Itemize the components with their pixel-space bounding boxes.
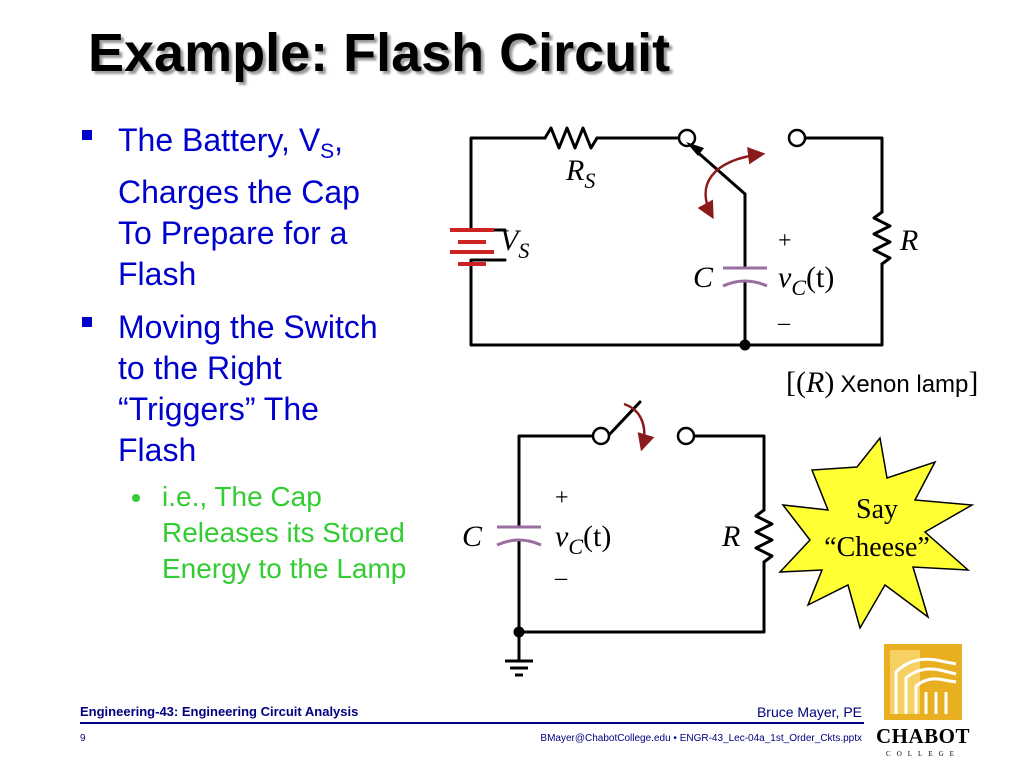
bullet-1-line-4: Flash <box>118 256 197 292</box>
switch-terminal-left <box>677 128 697 148</box>
top-vc-label: v <box>778 261 792 294</box>
bottom-minus-sign: – <box>554 565 568 591</box>
battery-icon <box>450 228 494 266</box>
say-cheese-callout: Say “Cheese” <box>778 436 975 630</box>
top-r-label: R <box>899 224 918 257</box>
footer-file-info: BMayer@ChabotCollege.edu • ENGR-43_Lec-0… <box>540 733 862 744</box>
bottom-node-dot <box>513 626 525 638</box>
vs-label: V <box>500 224 522 257</box>
bottom-switch-terminal-left <box>591 426 611 446</box>
bullet-1: The Battery, VS, Charges the Cap To Prep… <box>78 120 463 295</box>
rs-label: R <box>565 154 584 187</box>
callout-line-1: Say <box>856 494 898 525</box>
bullet-list: The Battery, VS, Charges the Cap To Prep… <box>78 120 463 587</box>
switch-terminal-right <box>787 128 807 148</box>
r-resistor-icon <box>872 210 892 266</box>
vs-sub: S <box>518 238 529 263</box>
bullet-2-line-1: Moving the Switch <box>118 309 378 345</box>
top-left-wire <box>469 136 547 232</box>
sub-bullet: i.e., The Cap Releases its Stored Energy… <box>78 479 463 587</box>
capacitor-icon <box>722 266 768 288</box>
rs-sub: S <box>584 168 595 193</box>
bottom-switch-arrow-icon <box>623 402 655 452</box>
switch-motion-arrow-icon <box>697 146 766 220</box>
footer-divider <box>80 722 864 724</box>
top-plus-sign: + <box>778 228 792 254</box>
svg-text:VS: VS <box>500 224 529 263</box>
bottom-switch-blade <box>606 400 642 438</box>
top-vc-arg: (t) <box>806 261 834 294</box>
top-circuit: RS VS C + – vC(t) R [(R)Xenon lamp] <box>450 126 978 399</box>
subscript-s: S <box>320 140 335 163</box>
logo-name: CHABOT <box>876 724 971 748</box>
bottom-return-wire <box>517 560 766 634</box>
top-right-wire <box>804 136 884 214</box>
callout-line-2: “Cheese” <box>824 532 930 563</box>
logo-sub: COLLEGE <box>886 750 960 758</box>
bullet-1-line-3: To Prepare for a <box>118 215 348 251</box>
xenon-lamp-note: [(R)Xenon lamp] <box>786 366 978 399</box>
bottom-capacitor-icon <box>496 525 542 547</box>
top-vc-sub: C <box>791 275 806 300</box>
rs-resistor-icon <box>543 126 599 150</box>
bullet-2-line-2: to the Right <box>118 350 282 386</box>
bottom-right-wire <box>692 434 766 512</box>
sub-bullet-line-2: Releases its Stored <box>162 517 405 548</box>
starburst-icon <box>778 436 975 630</box>
chabot-emblem-icon <box>884 644 962 720</box>
svg-text:vC(t): vC(t) <box>778 261 834 300</box>
switch-blade <box>693 148 747 196</box>
top-minus-sign: – <box>777 310 791 336</box>
bottom-vc-arg: (t) <box>583 520 611 553</box>
bullet-2-line-3: “Triggers” The <box>118 391 319 427</box>
bottom-r-label: R <box>721 520 740 553</box>
bottom-left-wire <box>517 434 595 529</box>
bottom-vc-label: v <box>555 520 569 553</box>
square-bullet-icon <box>82 130 92 140</box>
bottom-vc-sub: C <box>568 534 583 559</box>
chabot-logo: CHABOT COLLEGE <box>876 642 970 764</box>
sub-bullet-line-1: i.e., The Cap <box>162 481 322 512</box>
bottom-plus-sign: + <box>555 485 569 511</box>
bullet-1-line-2: Charges the Cap <box>118 174 360 210</box>
bottom-c-label: C <box>462 520 483 553</box>
top-c-label: C <box>693 261 714 294</box>
page-number: 9 <box>80 733 86 744</box>
sub-bullet-line-3: Energy to the Lamp <box>162 553 407 584</box>
round-bullet-icon <box>132 494 140 502</box>
bottom-switch-terminal-right <box>676 426 696 446</box>
right-wire-down <box>469 258 884 347</box>
bullet-1-line-1: The Battery, VS, <box>118 122 344 163</box>
bottom-node-dot <box>739 339 751 351</box>
bullet-2: Moving the Switch to the Right “Triggers… <box>78 307 463 471</box>
footer-course: Engineering-43: Engineering Circuit Anal… <box>80 704 359 719</box>
slide-title: Example: Flash Circuit <box>88 23 671 83</box>
svg-text:vC(t): vC(t) <box>555 520 611 559</box>
bottom-circuit: C + – vC(t) R <box>462 400 774 677</box>
bullet-2-line-4: Flash <box>118 432 197 468</box>
ground-icon <box>505 659 533 677</box>
svg-text:RS: RS <box>565 154 595 193</box>
square-bullet-icon <box>82 317 92 327</box>
footer-author: Bruce Mayer, PE <box>756 704 862 720</box>
bottom-r-resistor-icon <box>754 508 774 564</box>
